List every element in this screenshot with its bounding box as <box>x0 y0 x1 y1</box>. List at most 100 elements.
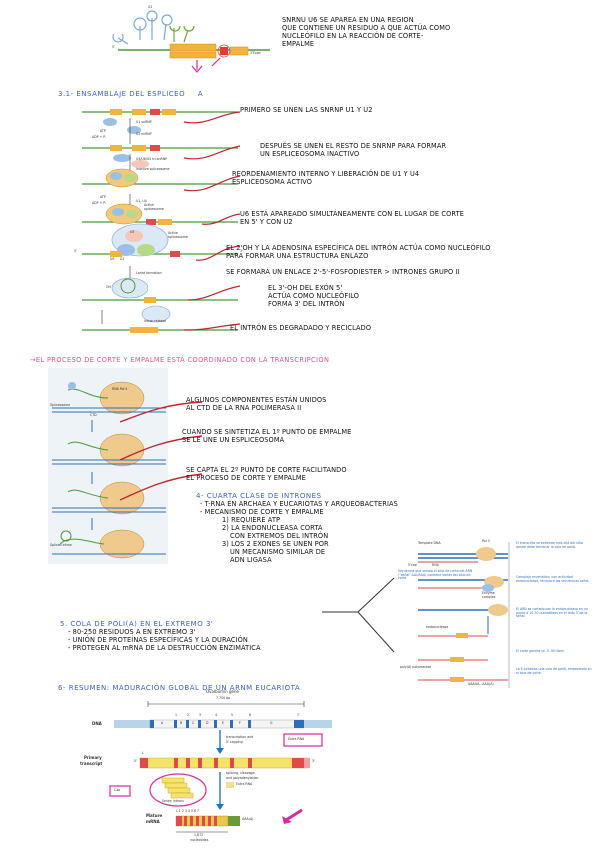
top-note-line: SNRNU U6 SE APAREA EN UNA REGION <box>282 16 414 24</box>
note-5: EL 2'OH Y LA ADENOSINA ESPECÍFICA DEL IN… <box>226 244 586 260</box>
note-line: REORDENAMIENTO INTERNO Y LIBERACIÓN DE U… <box>232 170 420 178</box>
note-line: ACTÚA COMO NUCLEÓFILO <box>268 292 360 300</box>
note-line: PRIMERO SE UNEN LAS SNRNP U1 Y U2 <box>240 106 373 114</box>
exon-num: 5 <box>231 713 234 717</box>
exon-num: 7 <box>297 713 300 717</box>
exon-num: 4 <box>215 713 218 717</box>
top-note-line: QUE CONTIENE UN RESIDUO A QUE ACTÚA COMO <box>282 24 451 32</box>
label-pol: RNA Pol II <box>112 387 128 391</box>
intron-letter: C <box>192 721 195 725</box>
exon-num: 3 <box>199 713 202 717</box>
section4-title: 4- CUARTA CLASE DE INTRONES <box>196 492 322 500</box>
note-line: FORMA 3' DEL INTRÓN <box>268 300 345 308</box>
label-active2: Active spliceosome <box>168 231 188 239</box>
note-8: EL INTRÓN ES DEGRADADO Y RECICLADO <box>230 324 371 332</box>
section4-line: - MECANISMO DE CORTE Y EMPALME <box>200 508 324 516</box>
ova-splicing: splicing, cleavage, <box>226 771 256 775</box>
ova-nt: 1,872 <box>194 833 204 837</box>
polya-rna: RNA <box>432 563 439 567</box>
ova-nucleotides: nucleotides <box>190 838 209 842</box>
note-line: U6 ESTÁ APAREADO SIMULTÁNEAMENTE CON EL … <box>240 210 464 218</box>
note-line: EL 2'OH Y LA ADENOSINA ESPECÍFICA DEL IN… <box>226 244 491 252</box>
ova-three: 3' <box>312 759 315 763</box>
note-line: EN 5' Y CON U2 <box>240 218 293 226</box>
intron-letter: A <box>161 721 164 725</box>
polya-polymerase: poly(A) polymerase <box>400 665 432 669</box>
top-five-label: 5' <box>112 45 115 49</box>
section4-line: 2) LA ENDONUCLEASA CORTA <box>222 524 323 532</box>
label-adp1: ADP + Pᵢ <box>92 135 106 139</box>
top-note-line: NUCLEÓFILO EN LA REACCIÓN DE CORTE- <box>282 32 424 40</box>
note-line: CUANDO SE SINTETIZA EL 1º PUNTO DE EMPAL… <box>182 428 352 436</box>
exon-num: 6 <box>249 713 252 717</box>
section5-bracket <box>322 577 395 653</box>
label-inactive: Inactive spliceosome <box>136 167 170 171</box>
note-line: PARA FORMAR UNA ESTRUCTURA ENLAZO <box>226 252 369 260</box>
ova-cap: Cap <box>114 788 121 792</box>
label-spliced-intron: Spliced intron <box>50 543 72 547</box>
note-3: REORDENAMIENTO INTERNO Y LIBERACIÓN DE U… <box>232 170 419 186</box>
polya-step2: Secuencia que señala el sitio de corte d… <box>398 569 473 581</box>
polya-pol: Pol II <box>482 539 490 543</box>
note-line: AL CTD DE LA RNA POLIMERASA II <box>186 404 302 412</box>
intron-letter: E <box>222 721 225 725</box>
ova-five: 5' <box>134 759 137 763</box>
transcription-coupling-diagram: Spliceosome CTD RNA Pol II Spliced intro… <box>48 368 168 564</box>
top-splice-diagram: U2 5' 3'Exon <box>112 5 272 76</box>
top-note-line: EMPALME <box>282 40 315 48</box>
top-splice-svg <box>112 10 270 73</box>
ova-poly: and polyadenylation <box>226 776 259 780</box>
section5-title: 5. COLA DE POLI(A) EN EL EXTREMO 3' <box>60 620 214 628</box>
note-line: ESPLICEOSOMA ACTIVO <box>232 178 313 186</box>
section31-title-suffix: A <box>197 90 204 98</box>
process-title: →EL PROCESO DE CORTE Y EMPALME ESTÁ COOR… <box>30 356 330 364</box>
label-lariat: Lariat formation <box>136 271 162 275</box>
note-4: U6 ESTÁ APAREADO SIMULTÁNEAMENTE CON EL … <box>240 210 464 226</box>
section5: 5. COLA DE POLI(A) EN EL EXTREMO 3' - 80… <box>60 620 330 652</box>
ova-aaa: AAA(A) <box>242 817 254 821</box>
ova-primary: Primary <box>84 755 102 760</box>
intron-letter: F <box>239 721 241 725</box>
polya-step5: El corte genera un 3'-OH libre. <box>516 649 565 653</box>
label-active1: Active spliceosome <box>144 203 164 211</box>
note-line: EL PROCESO DE CORTE Y EMPALME <box>186 474 306 482</box>
section4-line: UN MECANISMO SIMILAR DE <box>230 548 326 556</box>
note-line: SE FORMARÁ UN ENLACE 2'-5'-FOSFODIESTER … <box>226 268 460 276</box>
exon-num: 1 <box>175 713 178 717</box>
note-line: EL INTRÓN ES DEGRADADO Y RECICLADO <box>230 324 372 332</box>
section31-arrows <box>183 111 241 331</box>
label-u6: U6 <box>110 257 115 261</box>
label-adp2: ADP + Pᵢ <box>92 201 106 205</box>
note-2: DESPUÉS SE UNEN EL RESTO DE SNRNP PARA F… <box>260 142 446 158</box>
top-u2-label: U2 <box>148 5 153 9</box>
section5-line: - 80-250 RESIDUOS A EN EXTREMO 3' <box>68 628 196 636</box>
note-line: UN ESPLICEOSOMA INACTIVO <box>260 150 360 158</box>
process-note-1: ALGUNOS COMPONENTES ESTÁN UNIDOS AL CTD … <box>186 396 326 412</box>
polya-enzyme: Enzyme complex <box>482 591 496 599</box>
section5-line: - PROTEGEN AL mRNA DE LA DESTRUCCIÓN ENZ… <box>68 644 261 652</box>
ova-exons-mature: L 1 2 3 4 5 6 7 <box>176 809 200 813</box>
label-u2: U2 <box>120 257 125 261</box>
polya-step1: El transcrito se extiende más allá del s… <box>516 541 583 549</box>
note-1: PRIMERO SE UNEN LAS SNRNP U1 Y U2 <box>240 106 373 114</box>
intron-letter: B <box>180 721 183 725</box>
polya-step4: El ARN es cortado por la endonucleasa en… <box>516 607 588 619</box>
ova-transcript: transcript <box>80 761 103 766</box>
ova-transcription: transcription and <box>226 735 254 739</box>
ovalbumin-svg <box>109 701 332 833</box>
polya-template: Template DNA <box>418 541 441 545</box>
ova-seven: Seven introns <box>162 799 184 803</box>
polya-step6: La E-sintetiza una cola de poliA, empeza… <box>516 667 592 675</box>
ova-bp-label: 7,700 bp <box>216 696 231 700</box>
section31-title: 3.1- ENSAMBLAJE DEL ESPLICEO A <box>58 90 203 98</box>
process-note-2: CUANDO SE SINTETIZA EL 1º PUNTO DE EMPAL… <box>182 428 351 444</box>
section4-line: ADN LIGASA <box>230 556 272 564</box>
ova-gene-label: Ovalbumin gene <box>206 689 239 694</box>
label-five: 5' <box>74 249 77 253</box>
label-ctd: CTD <box>90 413 97 417</box>
note-line: EL 3'-OH DEL EXÓN 5' <box>268 284 343 292</box>
polya-panel: Template DNA Pol II 5'cap RNA Enzyme com… <box>398 539 594 690</box>
section6-title: 6- RESUMEN: MADURACIÓN GLOBAL DE UN ARNM… <box>58 684 301 692</box>
label-release: Intron release <box>144 319 167 323</box>
ova-dna-label: DNA <box>92 721 102 726</box>
